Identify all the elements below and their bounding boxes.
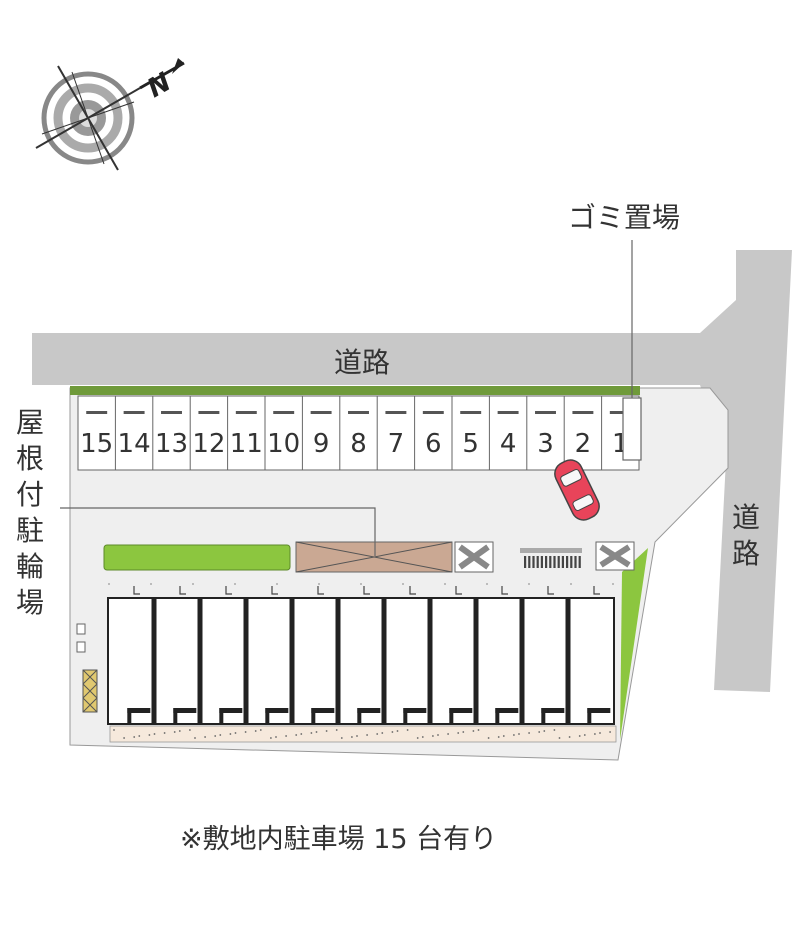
parking-spot: 11 bbox=[227, 396, 263, 470]
road-top bbox=[32, 333, 732, 385]
parking-block bbox=[77, 395, 640, 471]
garbage-label: ゴミ置場 bbox=[568, 201, 680, 234]
parking-spot: 9 bbox=[301, 396, 332, 470]
building-unit bbox=[151, 586, 197, 724]
utility-box-icon bbox=[82, 669, 98, 713]
entrance-b-mark bbox=[599, 544, 631, 568]
building-unit bbox=[289, 586, 335, 724]
parking-spot-number: 5 bbox=[462, 429, 479, 459]
parking-spot: 13 bbox=[152, 396, 188, 470]
parking-spot: 15 bbox=[80, 411, 113, 459]
parking-spot-number: 8 bbox=[350, 429, 367, 459]
sidewalk-strip bbox=[109, 725, 617, 743]
planting-right bbox=[620, 548, 648, 740]
garbage-box bbox=[622, 397, 642, 461]
compass-icon: N bbox=[35, 58, 185, 171]
apartment-building bbox=[107, 583, 615, 725]
parking-spot-number: 4 bbox=[500, 429, 517, 459]
compass-north-label: N bbox=[143, 67, 177, 104]
bike-parking-label-char: 場 bbox=[16, 586, 44, 619]
parking-spot: 5 bbox=[451, 396, 482, 470]
road-right-label-2: 路 bbox=[732, 537, 760, 570]
building-unit bbox=[243, 586, 289, 724]
parking-spot-number: 9 bbox=[313, 429, 330, 459]
road-right bbox=[700, 250, 792, 692]
hedge-top bbox=[70, 386, 640, 395]
parking-spot-number: 6 bbox=[425, 429, 442, 459]
parking-spot-number: 15 bbox=[80, 429, 113, 459]
planting-left bbox=[103, 544, 291, 571]
parking-spot-number: 12 bbox=[192, 429, 225, 459]
parking-spot-number: 11 bbox=[230, 429, 263, 459]
building-unit bbox=[127, 586, 151, 724]
parking-spot-number: 7 bbox=[388, 429, 405, 459]
building-unit bbox=[565, 586, 611, 724]
building-unit bbox=[519, 586, 565, 724]
road-right-label-1: 道 bbox=[732, 501, 760, 534]
parking-spot: 8 bbox=[339, 396, 369, 470]
parking-spot: 12 bbox=[189, 396, 225, 470]
parking-note: ※敷地内駐車場 15 台有り bbox=[180, 824, 497, 855]
bike-parking-label-char: 輪 bbox=[16, 550, 44, 583]
parking-spot: 4 bbox=[488, 396, 519, 470]
bike-leader-line bbox=[60, 507, 376, 556]
bike-cross-b bbox=[295, 541, 453, 573]
bike-parking-label-char: 根 bbox=[16, 442, 44, 475]
parking-spot-number: 3 bbox=[537, 429, 554, 459]
parking-spot: 7 bbox=[376, 396, 407, 470]
meter-box-2 bbox=[76, 641, 86, 653]
entrance-a-mark bbox=[458, 544, 490, 570]
building-unit bbox=[473, 586, 519, 724]
road-top-label: 道路 bbox=[334, 346, 390, 379]
parking-spot-number: 2 bbox=[575, 429, 592, 459]
building-unit bbox=[381, 586, 427, 724]
sidewalk-dots bbox=[113, 729, 611, 739]
bike-parking-label-char: 屋 bbox=[16, 406, 44, 439]
car-icon bbox=[554, 459, 600, 521]
parking-spot: 10 bbox=[264, 396, 300, 470]
stairs bbox=[520, 548, 582, 568]
parking-spot-number: 13 bbox=[155, 429, 188, 459]
building-unit bbox=[427, 586, 473, 724]
meter-box-1 bbox=[76, 623, 86, 635]
bike-parking-label-char: 付 bbox=[16, 478, 44, 511]
bike-parking-label-char: 駐 bbox=[16, 514, 44, 547]
parking-spot: 2 bbox=[563, 396, 594, 470]
parking-spot-number: 10 bbox=[267, 429, 300, 459]
building-unit bbox=[197, 586, 243, 724]
parking-spot: 3 bbox=[526, 396, 556, 470]
parking-spot: 6 bbox=[414, 396, 444, 470]
parking-spot: 14 bbox=[114, 396, 151, 470]
building-unit bbox=[335, 586, 381, 724]
parking-spot-number: 14 bbox=[118, 429, 151, 459]
